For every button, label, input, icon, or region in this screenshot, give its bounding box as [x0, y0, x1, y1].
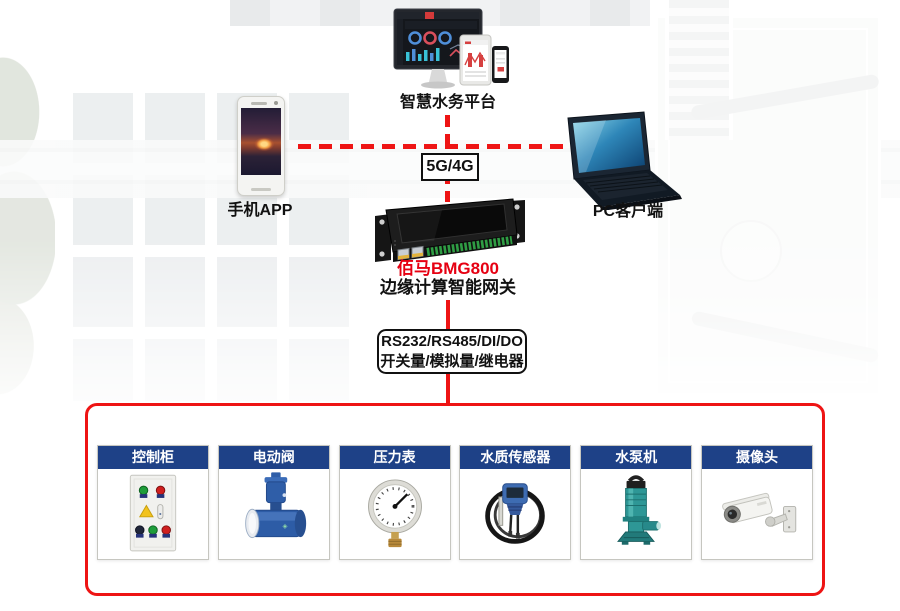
- phone-camera: [274, 101, 278, 105]
- dashed-link-phone-pc: [298, 144, 563, 149]
- device-card-header: 水泵机: [581, 446, 692, 469]
- phone-home-button: [251, 188, 271, 191]
- svg-text:◈: ◈: [282, 523, 288, 530]
- network-box: 5G/4G: [421, 153, 479, 181]
- device-card-camera: 摄像头: [700, 445, 813, 560]
- phone-speaker: [251, 102, 267, 105]
- device-card-header: 压力表: [339, 446, 450, 469]
- device-card-header: 控制柜: [98, 446, 208, 469]
- tank-hatch: [720, 220, 782, 282]
- treatment-tanks: [55, 75, 367, 407]
- mobile-phone: [237, 96, 285, 196]
- device-card-water-pump: 水泵机: [580, 445, 693, 560]
- gateway-name: 佰马BMG800: [396, 259, 500, 278]
- water-pump-icon: [581, 469, 691, 558]
- interface-line1: RS232/RS485/DI/DO: [381, 333, 523, 350]
- camera-icon: [702, 469, 812, 558]
- smart-water-platform-devices: [393, 8, 509, 89]
- control-cabinet-icon: [98, 469, 208, 558]
- vegetation-area: [0, 40, 80, 400]
- pc-laptop: [567, 111, 682, 210]
- phone-label: 手机APP: [227, 202, 293, 219]
- interface-box: RS232/RS485/DI/DO 开关量/模拟量/继电器: [377, 329, 527, 374]
- pc-label: PC客户端: [592, 203, 664, 220]
- interface-line2: 开关量/模拟量/继电器: [380, 353, 524, 370]
- phone-screen: [241, 108, 281, 175]
- device-card-control-cabinet: 控制柜: [97, 445, 209, 560]
- gateway-description: 边缘计算智能网关: [380, 278, 516, 297]
- device-card-electric-valve: 电动阀 ◈: [217, 445, 330, 560]
- platform-label: 智慧水务平台: [399, 94, 496, 111]
- gateway-device: [375, 198, 525, 262]
- electric-valve-icon: ◈: [219, 469, 329, 558]
- background-photo: [0, 0, 900, 440]
- device-card-header: 电动阀: [218, 446, 329, 469]
- device-cards: 控制柜 电动阀: [97, 445, 813, 560]
- pressure-gauge-icon: [340, 469, 450, 558]
- device-card-header: 摄像头: [701, 446, 812, 469]
- device-card-pressure-gauge: 压力表: [338, 445, 451, 560]
- device-card-header: 水质传感器: [460, 446, 571, 469]
- device-card-water-quality-sensor: 水质传感器: [459, 445, 572, 560]
- water-quality-sensor-icon: [460, 469, 570, 558]
- stairs: [665, 0, 733, 140]
- platform-deck: [655, 15, 881, 396]
